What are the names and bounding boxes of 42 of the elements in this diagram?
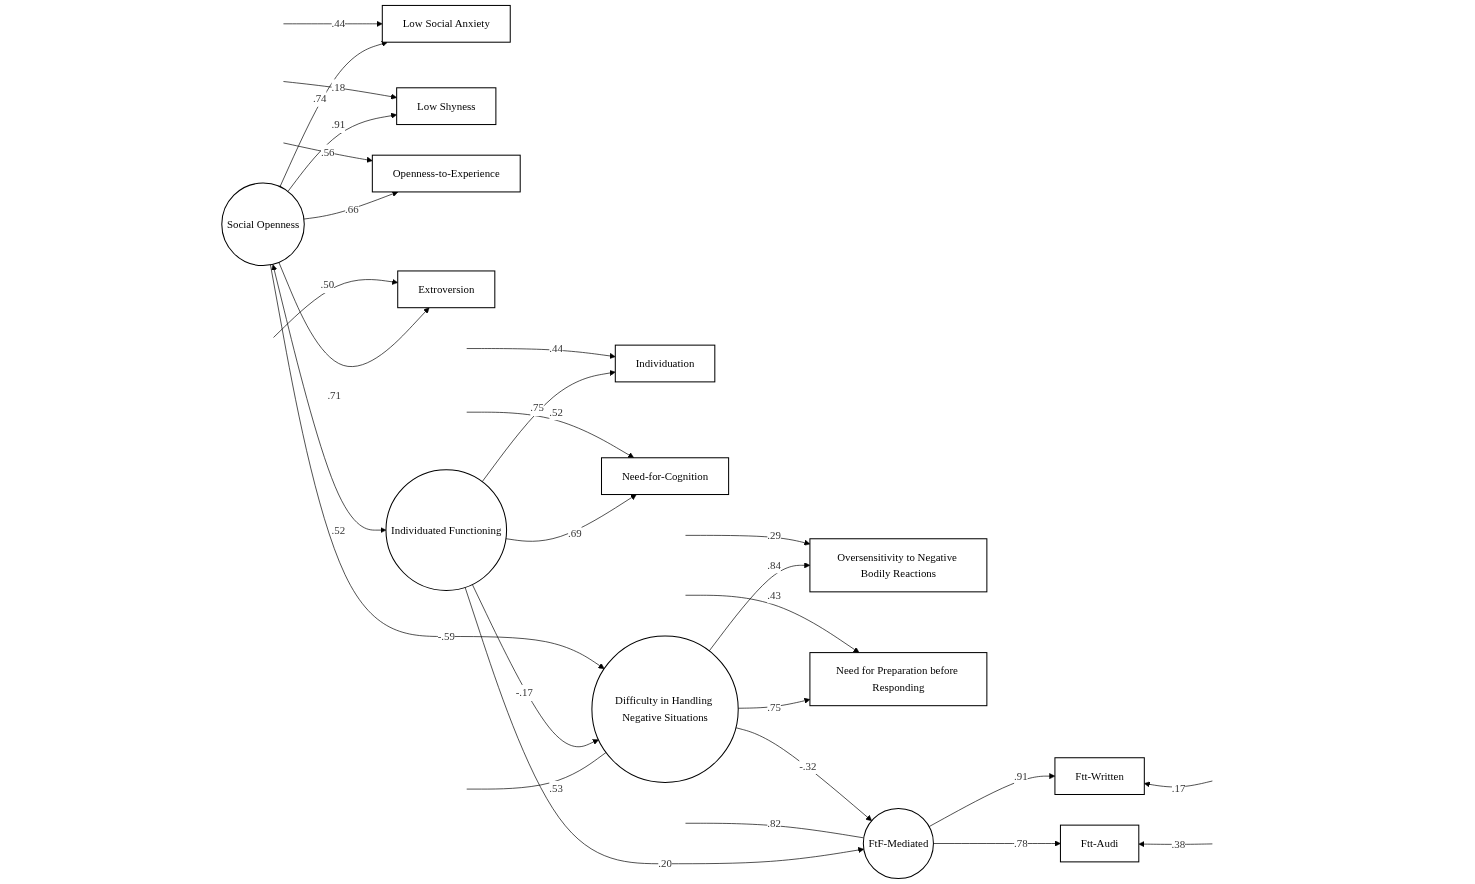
edge-label: .75 — [767, 701, 781, 714]
edge-label: .44 — [331, 17, 346, 30]
node-box: Openness-to-Experience — [371, 154, 521, 193]
edge-label: -.59 — [437, 630, 455, 642]
edge-label: .44 — [549, 342, 563, 354]
edge-label: .84 — [767, 559, 781, 571]
edge-label: .52 — [331, 524, 346, 536]
node-circle: FtF-Mediated — [862, 807, 934, 880]
node-box: Individuation — [614, 344, 716, 383]
node-box: Need-for-Cognition — [601, 457, 730, 496]
edge-label: .38 — [1171, 838, 1186, 850]
node-box: Ftt-Written — [1054, 757, 1145, 795]
edge-label: .74 — [312, 92, 327, 105]
edge-label: .91 — [331, 118, 346, 131]
edge-label: .52 — [549, 406, 563, 418]
edge-label: .66 — [345, 203, 359, 215]
node-box: Oversensitivity to Negative Bodily Reactions — [809, 538, 988, 593]
edge-label: .56 — [320, 146, 335, 158]
node-circle: Individuated Functioning — [385, 469, 508, 591]
node-circle: Social Openness — [221, 182, 305, 267]
edge-label: .91 — [1014, 770, 1028, 782]
edge-label: -.17 — [515, 686, 533, 699]
connector — [466, 752, 607, 790]
node-circle: Difficulty in Handling Negative Situations — [591, 635, 739, 783]
node-box: Ftt-Audi — [1059, 824, 1140, 863]
node-box: Low Shyness — [396, 87, 497, 126]
edge-label: .82 — [767, 817, 781, 829]
edge-label: .17 — [1171, 782, 1186, 795]
edge-label: .50 — [320, 278, 335, 291]
node-box: Extroversion — [397, 270, 496, 309]
edge-label: .20 — [658, 857, 672, 870]
edge-label: .43 — [767, 589, 781, 601]
edge-label: .18 — [331, 81, 346, 93]
node-box: Low Social Anxiety — [381, 4, 511, 43]
node-box: Need for Preparation before Responding — [809, 652, 988, 707]
edge-label: .71 — [327, 389, 341, 401]
edge-label: -.32 — [799, 760, 817, 772]
edge-label: .53 — [549, 782, 563, 795]
edge-label: .75 — [530, 401, 544, 414]
edge-label: .78 — [1014, 837, 1028, 849]
edge-label: .69 — [568, 527, 582, 540]
edge-label: .29 — [767, 529, 781, 541]
